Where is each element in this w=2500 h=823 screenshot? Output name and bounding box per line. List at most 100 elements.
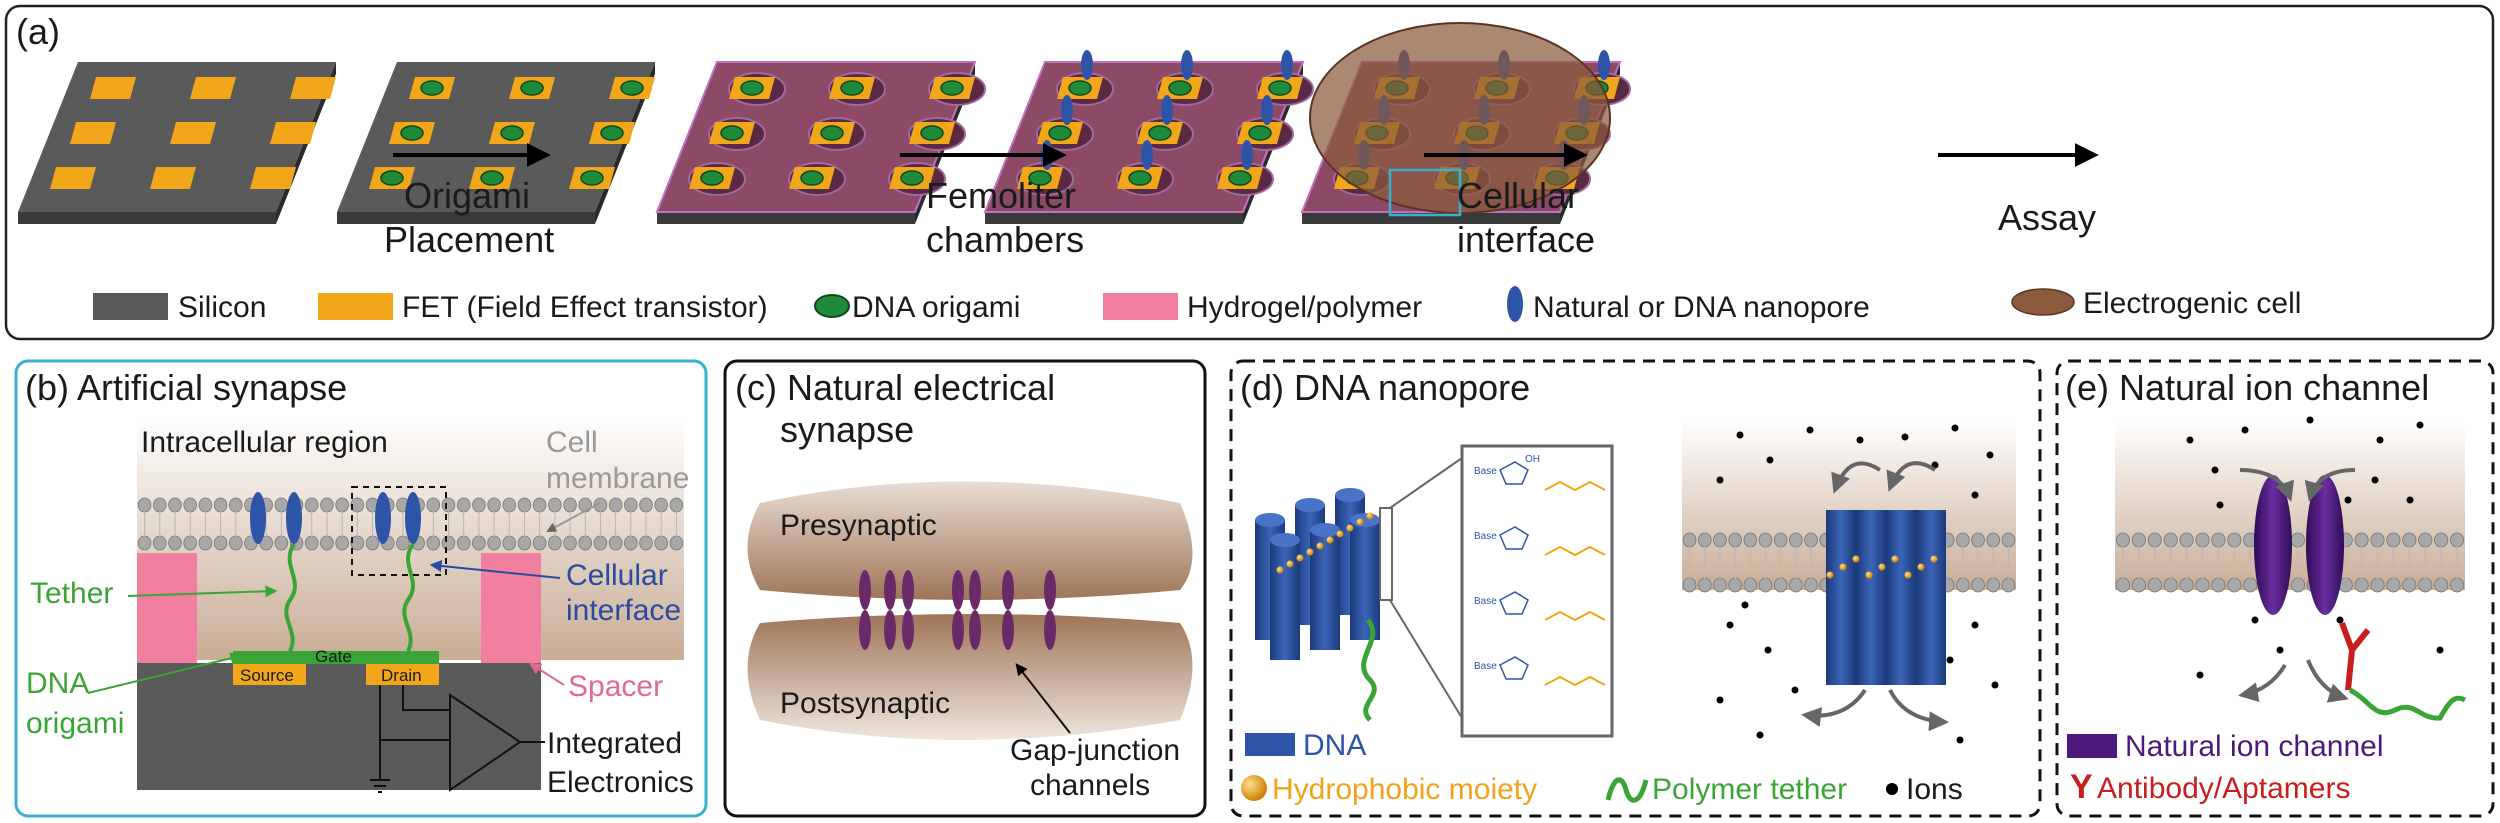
hydrophobic-moiety: [1316, 542, 1324, 550]
origami-dot: [580, 170, 604, 186]
origami-dot: [800, 170, 824, 186]
lipid-head-bottom: [502, 535, 517, 551]
gap-channel-bottom: [952, 610, 964, 650]
ion: [2241, 426, 2249, 434]
lipid-head-top: [2211, 532, 2226, 548]
origami-dot: [920, 125, 944, 141]
lipid-head-top: [1713, 532, 1727, 548]
origami-dot: [1268, 80, 1292, 96]
lipid-head-top: [2402, 532, 2417, 548]
gap-channel-top: [952, 570, 964, 610]
lipid-head-top: [2370, 532, 2385, 548]
origami-dot: [1128, 170, 1152, 186]
lipid-head-top: [2147, 532, 2162, 548]
panel-e-border: [2055, 359, 2495, 818]
step-labels: Origami Placement Femoliter chambers Cel…: [384, 175, 2096, 260]
panel-d-border: [1229, 359, 2042, 818]
lipid-head-top: [624, 497, 638, 513]
origami-dot: [700, 170, 724, 186]
ions: [1716, 424, 1999, 744]
lipid-head-bottom: [213, 535, 228, 551]
fet-pad: [70, 122, 116, 144]
dna-nanopore-bundle: [1255, 488, 1380, 660]
legend-hydrophobic: Hydrophobic moiety: [1272, 773, 1537, 806]
origami-dot: [1028, 170, 1052, 186]
lipid-head-top: [608, 497, 623, 513]
lipid-head-bottom: [228, 535, 243, 551]
e-flow-arrow-3: [2238, 663, 2287, 703]
cell-membrane-arrow: [546, 502, 601, 532]
gap-channel-top: [884, 570, 896, 610]
lipid-head-top: [1728, 532, 1742, 548]
gap-arrow: [1015, 663, 1071, 734]
ion: [1806, 426, 1814, 434]
ion: [2251, 616, 2259, 624]
fet-pad: [90, 77, 136, 99]
panel-a-border: [4, 4, 2495, 341]
cell-membrane-label-1: Cell: [546, 426, 598, 459]
hydrophobic-moiety: [1346, 524, 1354, 532]
electronics-label-2: Electronics: [547, 766, 694, 799]
lipid-head-bottom: [639, 535, 653, 551]
lipid-head-bottom: [1743, 577, 1758, 593]
ion: [1991, 681, 1999, 689]
lipid-head-bottom: [365, 535, 380, 551]
ion: [1756, 731, 1764, 739]
d-membrane-nanopore: [1826, 510, 1946, 685]
gap-channel-bottom: [884, 610, 896, 650]
lipid-head-top: [487, 497, 501, 513]
ion: [2406, 496, 2414, 504]
ion: [1986, 451, 1994, 459]
nanopore-pin: [1281, 50, 1293, 80]
origami-dot: [740, 80, 764, 96]
lipid-head-top: [2163, 532, 2178, 548]
panel-c-title-2: synapse: [780, 409, 914, 450]
ion: [2371, 476, 2379, 484]
pore-cylinder: [1826, 510, 1856, 685]
lipid-head-bottom: [1956, 577, 1970, 593]
lipid-head-top: [426, 497, 441, 513]
sugar-ring: [1499, 656, 1529, 680]
zoom-source-box: [1379, 507, 1393, 601]
lipid-head-top: [441, 497, 456, 513]
ion: [2376, 436, 2384, 444]
dna-helix-cylinder: [1270, 540, 1300, 660]
ion-channel-left: [2254, 475, 2292, 615]
nanopore-pin: [1081, 50, 1093, 80]
nanopore-pin: [1241, 140, 1253, 170]
chip-edge: [657, 212, 915, 224]
legend-nanopore: Natural or DNA nanopore: [1533, 291, 1870, 324]
lipid-head-top: [2131, 532, 2146, 548]
ion-channel-right: [2306, 475, 2344, 615]
hydrophobic-moiety: [1306, 548, 1314, 556]
lipid-head-bottom: [2211, 577, 2226, 593]
lipid-head-bottom: [593, 535, 608, 551]
ion: [1956, 736, 1964, 744]
spacer-arrow: [528, 662, 565, 686]
chip-sequence: [18, 22, 1631, 224]
fet-pad: [50, 167, 96, 189]
lipid-head-top: [563, 497, 577, 513]
lipid-head-top: [335, 497, 349, 513]
e-flow-arrow-4: [2306, 659, 2349, 703]
silicon-swatch-icon: [93, 293, 168, 320]
origami-dot: [940, 80, 964, 96]
pore-hydrophobic: [1891, 555, 1899, 563]
nanopore-pin: [1598, 50, 1610, 80]
lipid-head-bottom: [1789, 577, 1803, 593]
gap-junction-channels: [859, 570, 1056, 650]
origami-dot: [380, 170, 404, 186]
panel-b-title: (b) Artificial synapse: [25, 367, 347, 408]
legend-dna: DNA: [1303, 729, 1366, 762]
lipid-head-bottom: [2370, 577, 2385, 593]
chip-5: [1300, 22, 1631, 224]
pore-hydrophobic: [1865, 571, 1873, 579]
lipid-head-bottom: [608, 535, 623, 551]
lipid-head-top: [1804, 532, 1818, 548]
panel-c: (c) Natural electrical synapse Presynapt…: [723, 359, 1207, 818]
lipid-head-bottom: [2195, 577, 2210, 593]
chip-4: [983, 50, 1314, 224]
panel-e-title: (e) Natural ion channel: [2065, 367, 2429, 408]
step-3-line1: Cellular: [1457, 175, 1579, 216]
origami-dot: [1248, 125, 1272, 141]
